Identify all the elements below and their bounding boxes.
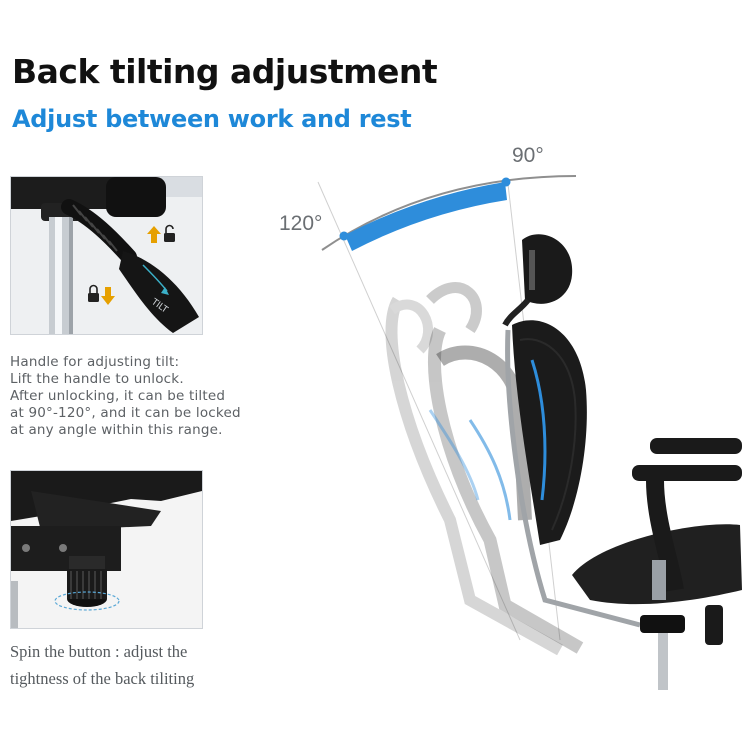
description-line: at 90°-120°, and it can be locked bbox=[10, 405, 241, 421]
tilt-handle-description: Handle for adjusting tilt: Lift the hand… bbox=[10, 354, 290, 439]
ghost-chair-back bbox=[436, 345, 532, 521]
description-line: Lift the handle to unlock. bbox=[10, 371, 184, 387]
page-title: Back tilting adjustment bbox=[12, 52, 438, 91]
up-arrow-icon bbox=[147, 226, 161, 243]
upright-angle-label: 90° bbox=[512, 144, 544, 167]
reclined-angle-label: 120° bbox=[279, 212, 323, 235]
description-line: After unlocking, it can be tilted bbox=[10, 388, 226, 404]
unlock-icon bbox=[164, 224, 175, 242]
upright-angle-marker bbox=[501, 177, 511, 187]
tilt-handle-photo: TILT bbox=[10, 176, 203, 335]
description-line: Handle for adjusting tilt: bbox=[10, 354, 180, 370]
tension-knob-caption: Spin the button : adjust the tightness o… bbox=[10, 638, 210, 692]
tilt-range-band bbox=[345, 182, 507, 251]
down-arrow-icon bbox=[101, 287, 115, 305]
gas-cylinder bbox=[658, 630, 668, 690]
lock-icon bbox=[88, 284, 99, 302]
caption-line: Spin the button : adjust the bbox=[10, 642, 188, 661]
chair-armrest bbox=[650, 438, 742, 454]
lumbar-curve bbox=[530, 359, 547, 501]
description-line: at any angle within this range. bbox=[10, 422, 223, 438]
recline-guide-line bbox=[317, 181, 521, 641]
page-subtitle: Adjust between work and rest bbox=[12, 105, 412, 133]
tension-knob bbox=[705, 605, 723, 645]
chair-backrest bbox=[512, 320, 587, 545]
reclined-angle-marker bbox=[339, 231, 349, 241]
caption-line: tightness of the back tiliting bbox=[10, 669, 195, 688]
tension-knob-photo bbox=[10, 470, 203, 629]
ghost-chair-back bbox=[385, 296, 563, 656]
chair-frame bbox=[505, 329, 641, 628]
ghost-chair-back bbox=[426, 282, 584, 654]
